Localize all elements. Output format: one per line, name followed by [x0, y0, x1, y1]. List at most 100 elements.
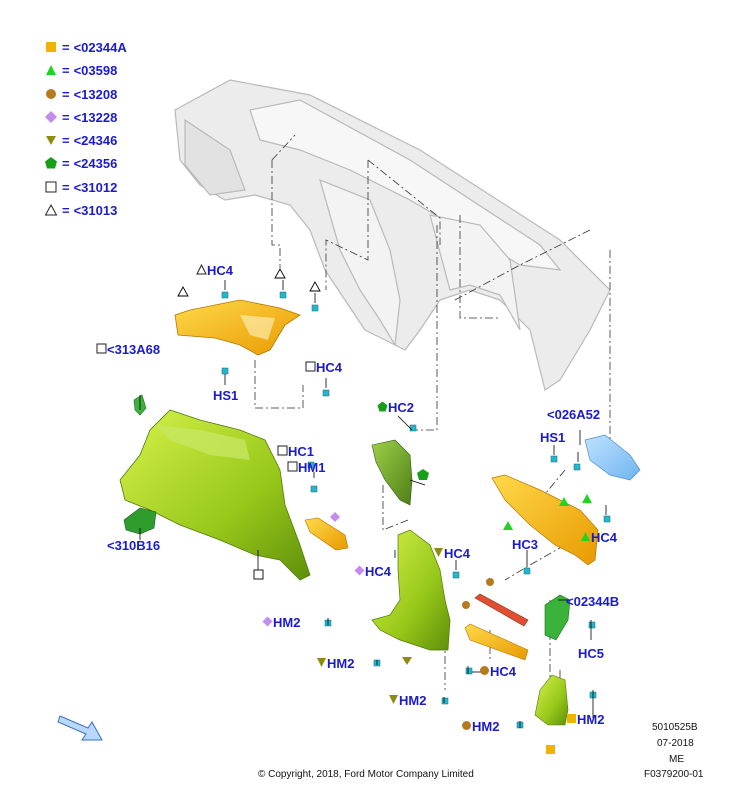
callout-hc4-circle: HC4	[479, 664, 516, 679]
olive-triangle-down-icon	[317, 658, 326, 667]
legend-code: <31013	[73, 202, 118, 218]
open-triangle-icon	[44, 203, 58, 216]
callout-label: HM2	[472, 719, 500, 734]
callout-hc1: HC1	[277, 444, 314, 459]
legend-code: <31012	[73, 179, 118, 195]
callout-leaders	[139, 280, 607, 728]
legend-eq: =	[62, 179, 70, 195]
green-triangle-icon	[581, 532, 590, 541]
legend-eq: =	[62, 39, 70, 55]
upper-quarter-trim	[174, 299, 301, 356]
callout-hc4-top: HC4	[196, 263, 233, 278]
legend-eq: =	[62, 62, 70, 78]
purple-diamond-icon	[262, 616, 273, 627]
legend-eq: =	[62, 109, 70, 125]
legend-code: <24346	[73, 132, 118, 148]
purple-diamond-icon	[354, 565, 365, 576]
part-02344b	[544, 594, 571, 641]
callout-label: HM2	[577, 712, 605, 727]
legend-row: = <31012	[44, 177, 117, 197]
callout-hc3: HC3	[512, 537, 539, 552]
green-triangle-icon	[46, 65, 56, 75]
brown-circle-icon	[462, 721, 471, 730]
callout-hc4-mid: HC4	[305, 360, 342, 375]
callout-02344b: <02344B	[566, 594, 620, 609]
sill-trim	[464, 623, 529, 661]
legend-row: = <31013	[44, 200, 117, 220]
quarter-trim-panel	[119, 409, 311, 581]
callout-hs1-left: HS1	[213, 388, 239, 403]
open-square-icon	[287, 461, 298, 472]
legend-eq: =	[62, 132, 70, 148]
green-pentagon-icon	[45, 157, 57, 169]
legend-eq: =	[62, 202, 70, 218]
purple-diamond-icon	[45, 111, 57, 123]
callout-hc4-pillar: HC4	[433, 546, 470, 561]
callout-hm1: HM1	[287, 460, 325, 475]
callout-hm2-square: HM2	[566, 712, 604, 727]
red-strip	[474, 593, 529, 627]
callout-hc4-diamond: HC4	[354, 564, 391, 579]
legend-code: <02344A	[73, 39, 127, 55]
legend-row: = <03598	[44, 60, 117, 80]
callout-label: HC4	[207, 263, 234, 278]
callout-label: <313A68	[107, 342, 161, 357]
legend-row: = <13208	[44, 84, 117, 104]
callout-hc2: HC2	[377, 400, 414, 415]
legend-row: = <24346	[44, 130, 117, 150]
legend-code: <13228	[73, 109, 118, 125]
green-pentagon-icon	[377, 401, 388, 412]
lower-yellow-trim	[304, 517, 349, 551]
legend-eq: =	[62, 86, 70, 102]
open-square-icon	[305, 361, 316, 372]
olive-triangle-down-icon	[434, 548, 443, 557]
callout-hm2-circle: HM2	[461, 719, 499, 734]
callout-label: HM1	[298, 460, 326, 475]
callout-label: HC4	[591, 530, 618, 545]
callout-hm2-olive-b: HM2	[388, 693, 426, 708]
orange-square-icon	[46, 42, 56, 52]
open-square-icon	[96, 343, 107, 354]
doc-date: 07-2018	[657, 738, 694, 749]
callout-label: HM2	[327, 656, 355, 671]
b-pillar-upper-trim	[371, 439, 413, 506]
b-pillar-lower-trim	[371, 529, 451, 651]
brown-circle-icon	[480, 666, 489, 675]
brown-circle-icon	[46, 89, 56, 99]
legend-code: <13208	[73, 86, 118, 102]
callout-hc5: HC5	[578, 646, 605, 661]
legend-row: = <02344A	[44, 37, 127, 57]
open-triangle-icon	[196, 263, 207, 275]
callout-hm2-diamond: HM2	[262, 615, 300, 630]
doc-id: 5010525B	[652, 722, 698, 733]
orange-square-icon	[567, 714, 576, 723]
legend-code: <24356	[73, 155, 118, 171]
callout-hm2-olive: HM2	[316, 656, 354, 671]
callout-label: HC4	[365, 564, 392, 579]
callout-label: HC4	[316, 360, 343, 375]
legend-eq: =	[62, 155, 70, 171]
figure-id: F0379200-01	[644, 769, 704, 780]
copyright: © Copyright, 2018, Ford Motor Company Li…	[258, 769, 474, 780]
callout-026a52: <026A52	[547, 407, 601, 422]
callout-hs1-right: HS1	[540, 430, 566, 445]
legend-row: = <13228	[44, 107, 117, 127]
part-026a52	[584, 434, 641, 481]
olive-triangle-down-icon	[389, 695, 398, 704]
olive-triangle-down-icon	[46, 136, 56, 145]
open-square-icon	[45, 181, 57, 193]
orientation-arrow-icon	[57, 715, 103, 741]
doc-region: ME	[669, 754, 684, 765]
callout-label: HC4	[490, 664, 517, 679]
callout-313a68: <313A68	[96, 342, 160, 357]
callout-label: HC4	[444, 546, 471, 561]
body-side-frame	[174, 79, 611, 391]
callout-label: HC2	[388, 400, 415, 415]
callout-label: HM2	[399, 693, 427, 708]
open-square-icon	[277, 445, 288, 456]
c-pillar-upper-trim	[491, 474, 599, 566]
callout-label: HC1	[288, 444, 315, 459]
d-pillar-lower-trim	[534, 674, 569, 726]
callout-hc4-right: HC4	[580, 530, 617, 545]
